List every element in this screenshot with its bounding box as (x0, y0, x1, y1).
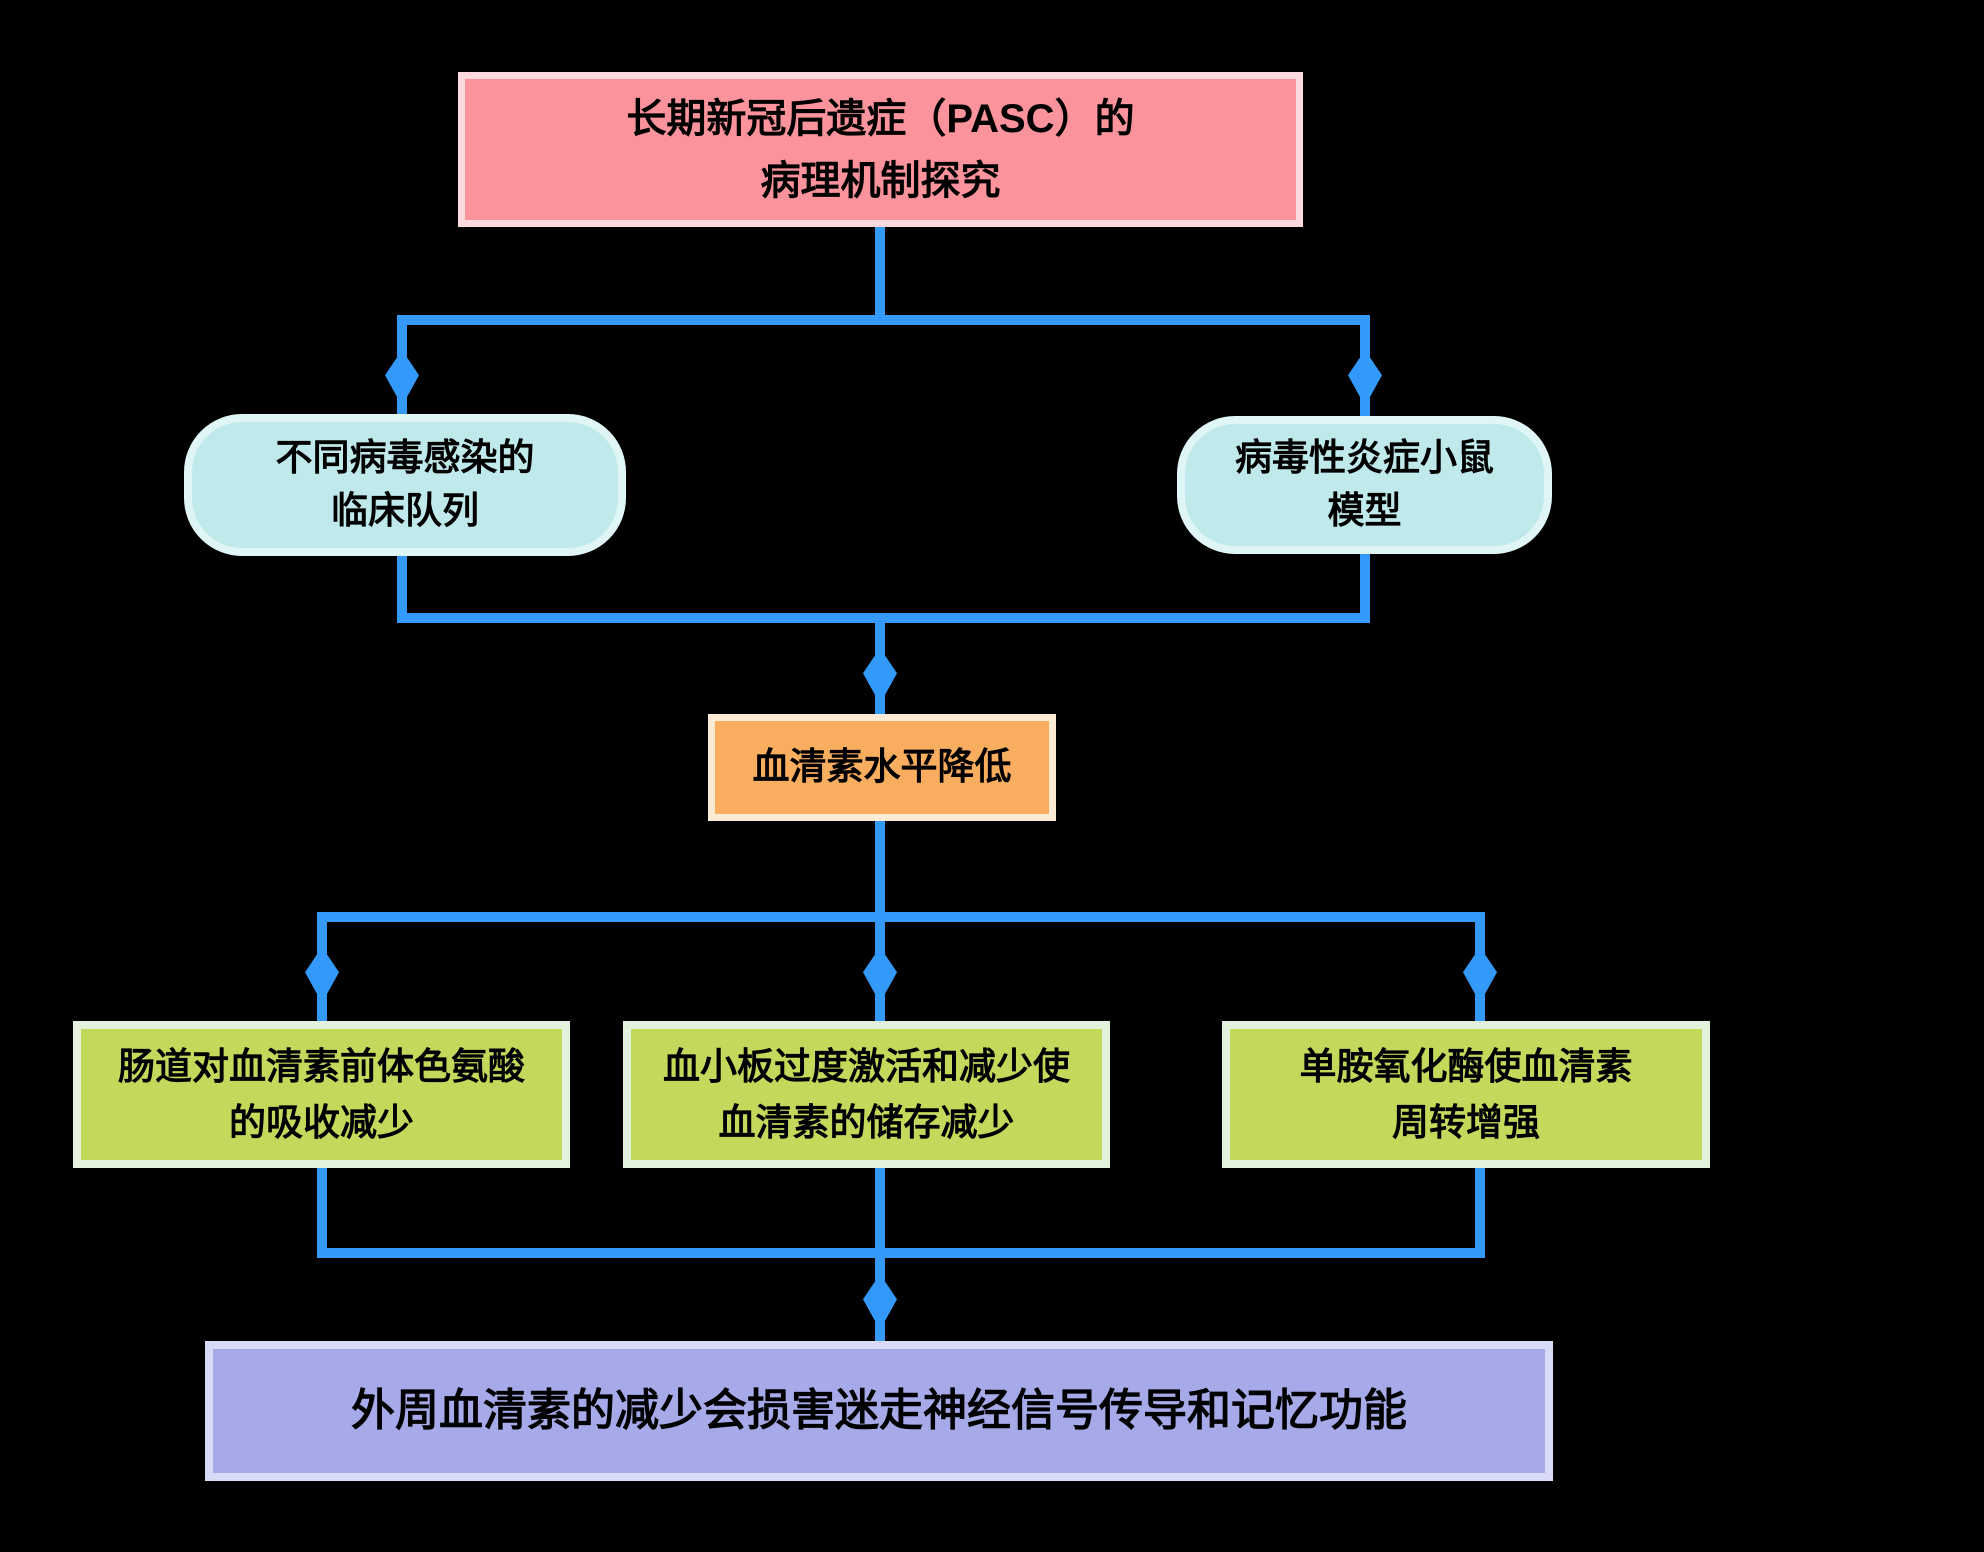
node-serotonin-reduction: 血清素水平降低 (708, 714, 1056, 821)
arrow-diamond-tryptophan (305, 947, 339, 1003)
node-clinical-cohort-line2: 临床队列 (331, 490, 479, 531)
node-platelet-storage-line2: 血清素的储存减少 (718, 1101, 1015, 1143)
node-platelet-storage-line1: 血小板过度激活和减少使 (663, 1046, 1070, 1087)
node-tryptophan-absorption: 肠道对血清素前体色氨酸 的吸收减少 (73, 1021, 570, 1168)
node-conclusion: 外周血清素的减少会损害迷走神经信号传导和记忆功能 (205, 1341, 1553, 1481)
node-mao-turnover: 单胺氧化酶使血清素 周转增强 (1222, 1021, 1710, 1168)
connector-tryptophan-down (317, 1163, 327, 1258)
connector-platelet-down (875, 1163, 885, 1258)
connector-mao-down (1475, 1163, 1485, 1258)
arrow-diamond-mao (1463, 947, 1497, 1003)
node-clinical-cohort: 不同病毒感染的 临床队列 (184, 414, 626, 556)
arrow-diamond-conclusion (863, 1274, 897, 1330)
node-title: 长期新冠后遗症（PASC）的 病理机制探究 (458, 72, 1303, 227)
connector-serotonin-down (875, 816, 885, 922)
node-clinical-cohort-line1: 不同病毒感染的 (275, 437, 535, 479)
connector-bottom-merge-horizontal (317, 1248, 1485, 1258)
node-mao-turnover-line2: 周转增强 (1392, 1101, 1540, 1143)
arrow-diamond-left-branch (385, 350, 419, 406)
node-conclusion-line1: 外周血清素的减少会损害迷走神经信号传导和记忆功能 (351, 1386, 1407, 1436)
connector-mouse-down (1360, 550, 1370, 623)
arrow-diamond-platelet (863, 947, 897, 1003)
connector-branch-top-horizontal (397, 315, 1370, 325)
connector-title-down (875, 225, 885, 320)
node-serotonin-reduction-line1: 血清素水平降低 (752, 746, 1012, 788)
node-platelet-storage: 血小板过度激活和减少使 血清素的储存减少 (623, 1021, 1110, 1168)
node-tryptophan-absorption-line2: 的吸收减少 (229, 1101, 414, 1143)
node-mouse-model-line1: 病毒性炎症小鼠 (1235, 437, 1494, 479)
node-title-line2: 病理机制探究 (760, 158, 1001, 203)
connector-split-horizontal (317, 912, 1485, 922)
node-title-line1: 长期新冠后遗症（PASC）的 (626, 96, 1135, 141)
arrow-diamond-right-branch (1348, 350, 1382, 406)
node-mao-turnover-line1: 单胺氧化酶使血清素 (1299, 1046, 1633, 1087)
node-mouse-model-line2: 模型 (1327, 490, 1402, 531)
arrow-diamond-serotonin (863, 648, 897, 704)
connector-cohort-down (397, 551, 407, 623)
node-mouse-model: 病毒性炎症小鼠 模型 (1177, 416, 1552, 554)
node-tryptophan-absorption-line1: 肠道对血清素前体色氨酸 (118, 1046, 525, 1087)
